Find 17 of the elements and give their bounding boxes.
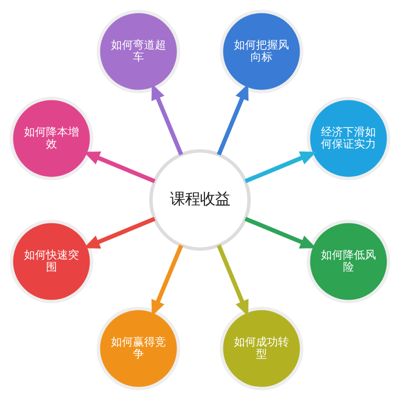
arrow [84, 151, 156, 184]
arrow [151, 244, 184, 316]
node-circle: 课程收益 [149, 149, 251, 251]
arrow [244, 216, 316, 249]
arrow [244, 151, 316, 184]
node-circle: 如何成功转型 [220, 306, 304, 390]
node-circle: 如何降本增效 [10, 96, 94, 180]
arrow [216, 244, 249, 316]
node-circle: 如何弯道超车 [96, 10, 180, 94]
arrow [84, 216, 156, 249]
arrow [151, 84, 184, 156]
node-circle: 如何把握风向标 [220, 10, 304, 94]
node-circle: 如何降低风险 [306, 220, 390, 304]
node-circle: 经济下滑如何保证实力 [306, 96, 390, 180]
node-circle: 如何赢得竞争 [96, 306, 180, 390]
node-circle: 如何快速突围 [10, 220, 94, 304]
arrow [216, 84, 249, 156]
